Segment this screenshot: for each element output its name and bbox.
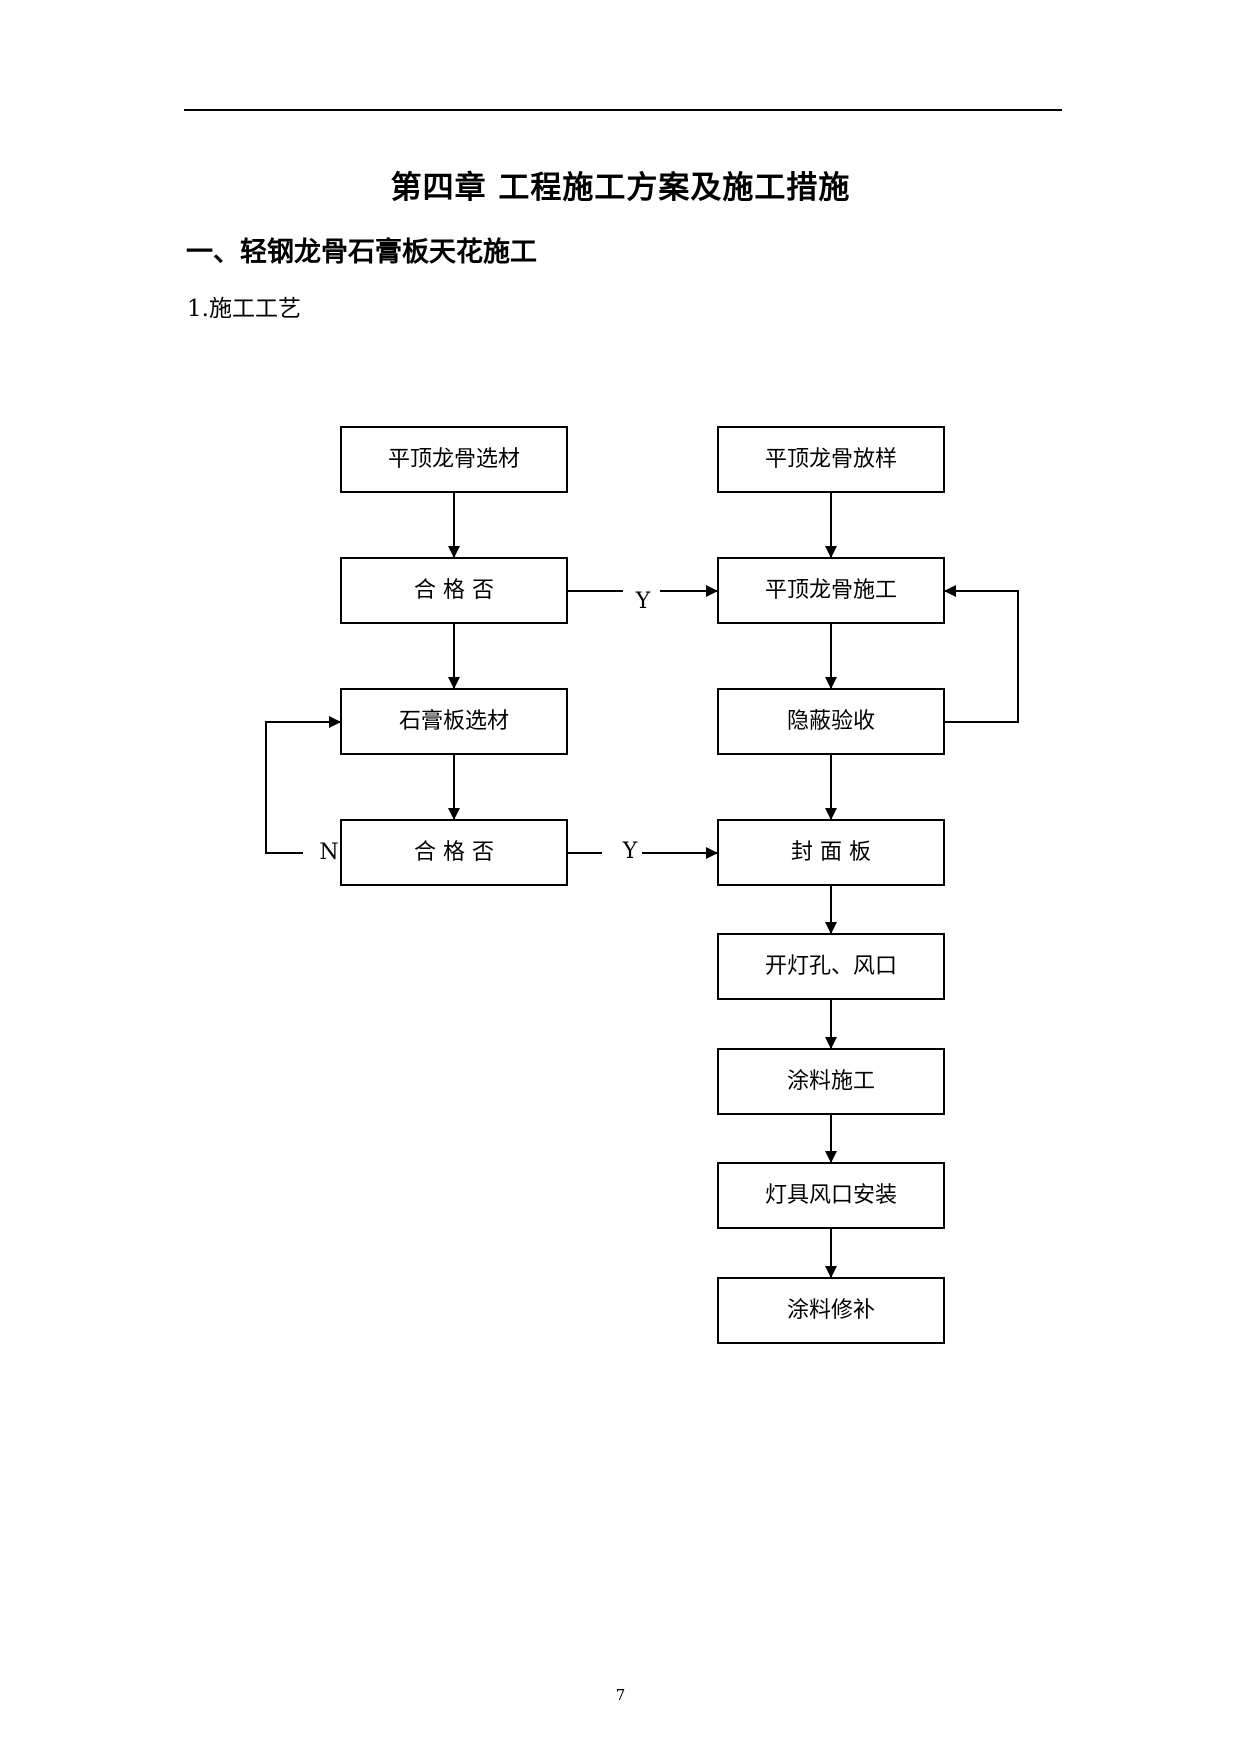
node-material-selection: 平顶龙骨选材 [340,426,568,493]
node-label: 开灯孔、风口 [765,954,897,979]
page-number: 7 [615,1686,626,1704]
node-gypsum-selection: 石膏板选材 [340,688,568,755]
header-rule [184,109,1062,111]
node-label: 涂料修补 [787,1298,875,1323]
node-label: 隐蔽验收 [787,709,875,734]
chapter-title: 第四章 工程施工方案及施工措施 [390,170,851,206]
node-label: 平顶龙骨选材 [388,447,520,472]
node-keel-layout: 平顶龙骨放样 [717,426,945,493]
node-label: 合 格 否 [414,840,494,865]
node-label: 平顶龙骨施工 [765,578,897,603]
node-label: 石膏板选材 [399,709,509,734]
node-cover-board: 封 面 板 [717,819,945,886]
node-concealed-inspection: 隐蔽验收 [717,688,945,755]
node-coating: 涂料施工 [717,1048,945,1115]
edge-label-check2-no: N [319,840,338,865]
node-openings: 开灯孔、风口 [717,933,945,1000]
node-coating-repair: 涂料修补 [717,1277,945,1344]
loop-inspection-to-construction [944,585,1019,723]
edge-label-check2-yes: Y [622,839,638,864]
subsection-heading: 1.施工工艺 [187,296,301,322]
node-label: 涂料施工 [787,1069,875,1094]
node-keel-construction: 平顶龙骨施工 [717,557,945,624]
node-label: 封 面 板 [791,840,871,865]
node-check-1: 合 格 否 [340,557,568,624]
node-label: 平顶龙骨放样 [765,447,897,472]
node-label: 灯具风口安装 [765,1183,897,1208]
node-check-2: 合 格 否 [340,819,568,886]
node-fixture-install: 灯具风口安装 [717,1162,945,1229]
edge-label-check1-yes: Y [635,589,651,614]
node-label: 合 格 否 [414,578,494,603]
loop-check2-no-to-gypsum [265,716,341,854]
section-heading: 一、轻钢龙骨石膏板天花施工 [186,237,537,268]
